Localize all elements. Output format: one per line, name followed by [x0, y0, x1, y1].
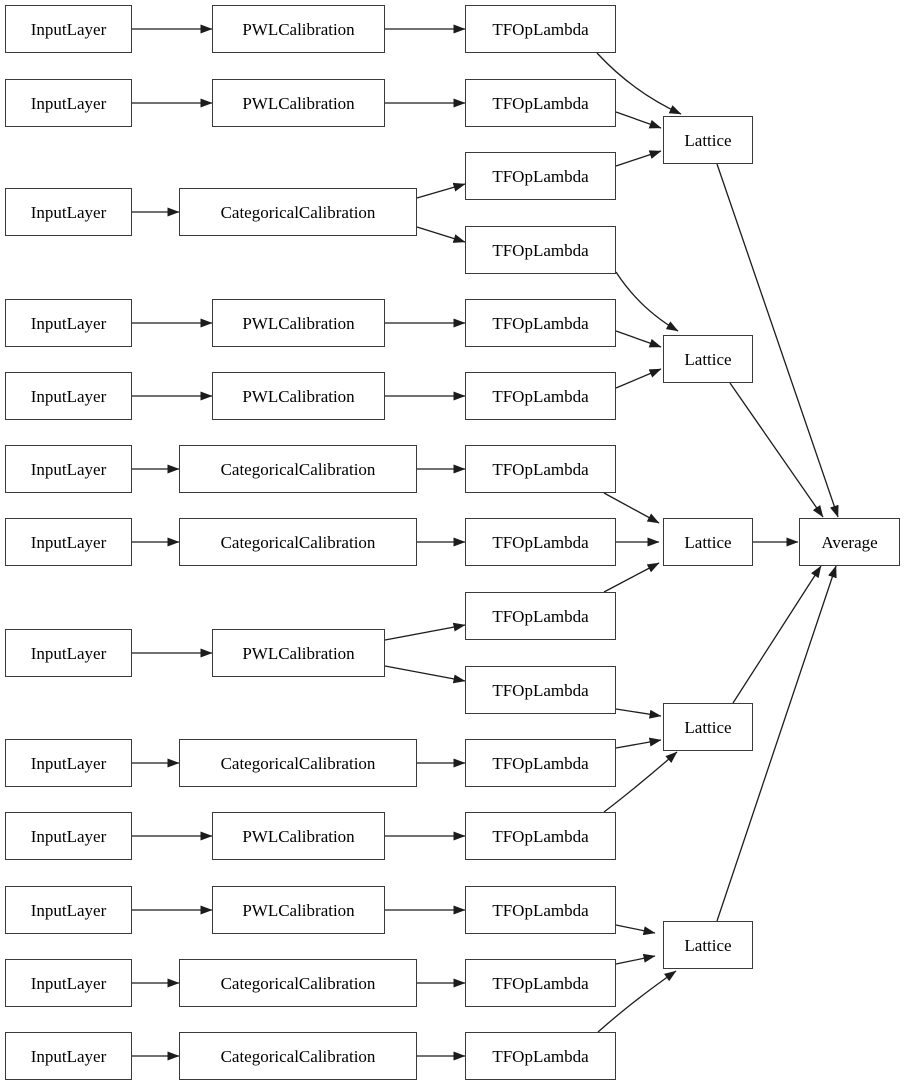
node-cal5-pwl: PWLCalibration — [212, 372, 385, 420]
node-cal2-pwl: PWLCalibration — [212, 79, 385, 127]
node-lat4-lattice: Lattice — [663, 703, 753, 751]
edge-lam2-to-lat1 — [615, 111, 662, 129]
edge-lat1-to-avg — [716, 163, 839, 518]
edge-lam7-to-lat3 — [603, 492, 660, 524]
node-lam4-lambda: TFOpLambda — [465, 226, 616, 274]
edge-lam13-to-lat5 — [615, 924, 656, 936]
node-in11-input: InputLayer — [5, 886, 132, 934]
edge-lam6-to-lat2 — [615, 368, 662, 389]
edge-cal3-to-lam3 — [416, 182, 466, 199]
node-lam9-lambda: TFOpLambda — [465, 592, 616, 640]
edge-lam14-to-lat5 — [615, 953, 656, 965]
node-avg-average: Average — [799, 518, 900, 566]
edge-lam15-to-lat5 — [597, 970, 677, 1033]
node-lam15-lambda: TFOpLambda — [465, 1032, 616, 1080]
node-lam5-lambda: TFOpLambda — [465, 299, 616, 347]
node-lam14-lambda: TFOpLambda — [465, 959, 616, 1007]
node-lat3-lattice: Lattice — [663, 518, 753, 566]
edge-cal8-to-lam10 — [384, 665, 466, 684]
node-lat1-lattice: Lattice — [663, 116, 753, 164]
node-cal13-cat: CategoricalCalibration — [179, 1032, 417, 1080]
edge-lam1-to-lat1 — [596, 52, 682, 115]
node-in1-input: InputLayer — [5, 5, 132, 53]
node-cal3-cat: CategoricalCalibration — [179, 188, 417, 236]
node-cal6-cat: CategoricalCalibration — [179, 445, 417, 493]
node-lat5-lattice: Lattice — [663, 921, 753, 969]
node-lam1-lambda: TFOpLambda — [465, 5, 616, 53]
edge-lam5-to-lat2 — [615, 330, 662, 348]
edge-lam12-to-lat4 — [603, 751, 678, 813]
edge-lam9-to-lat3 — [603, 562, 660, 593]
node-lam3-lambda: TFOpLambda — [465, 152, 616, 200]
node-lam10-lambda: TFOpLambda — [465, 666, 616, 714]
node-cal9-cat: CategoricalCalibration — [179, 739, 417, 787]
node-lam6-lambda: TFOpLambda — [465, 372, 616, 420]
node-in2-input: InputLayer — [5, 79, 132, 127]
node-in4-input: InputLayer — [5, 299, 132, 347]
edge-cal3-to-lam4 — [416, 226, 466, 243]
node-in8-input: InputLayer — [5, 629, 132, 677]
node-cal1-pwl: PWLCalibration — [212, 5, 385, 53]
edge-lam3-to-lat1 — [615, 150, 662, 167]
node-cal10-pwl: PWLCalibration — [212, 812, 385, 860]
edge-lam10-to-lat4 — [615, 708, 662, 719]
node-lam13-lambda: TFOpLambda — [465, 886, 616, 934]
node-cal11-pwl: PWLCalibration — [212, 886, 385, 934]
edge-lat5-to-avg — [716, 565, 837, 922]
edge-lam11-to-lat4 — [615, 737, 662, 749]
node-cal7-cat: CategoricalCalibration — [179, 518, 417, 566]
node-in9-input: InputLayer — [5, 739, 132, 787]
node-cal4-pwl: PWLCalibration — [212, 299, 385, 347]
edge-cal8-to-lam9 — [384, 622, 466, 641]
edge-lam4-to-lat2 — [615, 271, 679, 332]
node-lam12-lambda: TFOpLambda — [465, 812, 616, 860]
node-in12-input: InputLayer — [5, 959, 132, 1007]
node-lat2-lattice: Lattice — [663, 335, 753, 383]
node-lam8-lambda: TFOpLambda — [465, 518, 616, 566]
node-in5-input: InputLayer — [5, 372, 132, 420]
node-in7-input: InputLayer — [5, 518, 132, 566]
edge-lat2-to-avg — [729, 382, 824, 518]
edge-lat4-to-avg — [732, 565, 822, 704]
node-in3-input: InputLayer — [5, 188, 132, 236]
node-lam11-lambda: TFOpLambda — [465, 739, 616, 787]
node-in6-input: InputLayer — [5, 445, 132, 493]
node-cal8-pwl: PWLCalibration — [212, 629, 385, 677]
node-lam7-lambda: TFOpLambda — [465, 445, 616, 493]
node-in10-input: InputLayer — [5, 812, 132, 860]
node-lam2-lambda: TFOpLambda — [465, 79, 616, 127]
node-cal12-cat: CategoricalCalibration — [179, 959, 417, 1007]
node-in13-input: InputLayer — [5, 1032, 132, 1080]
